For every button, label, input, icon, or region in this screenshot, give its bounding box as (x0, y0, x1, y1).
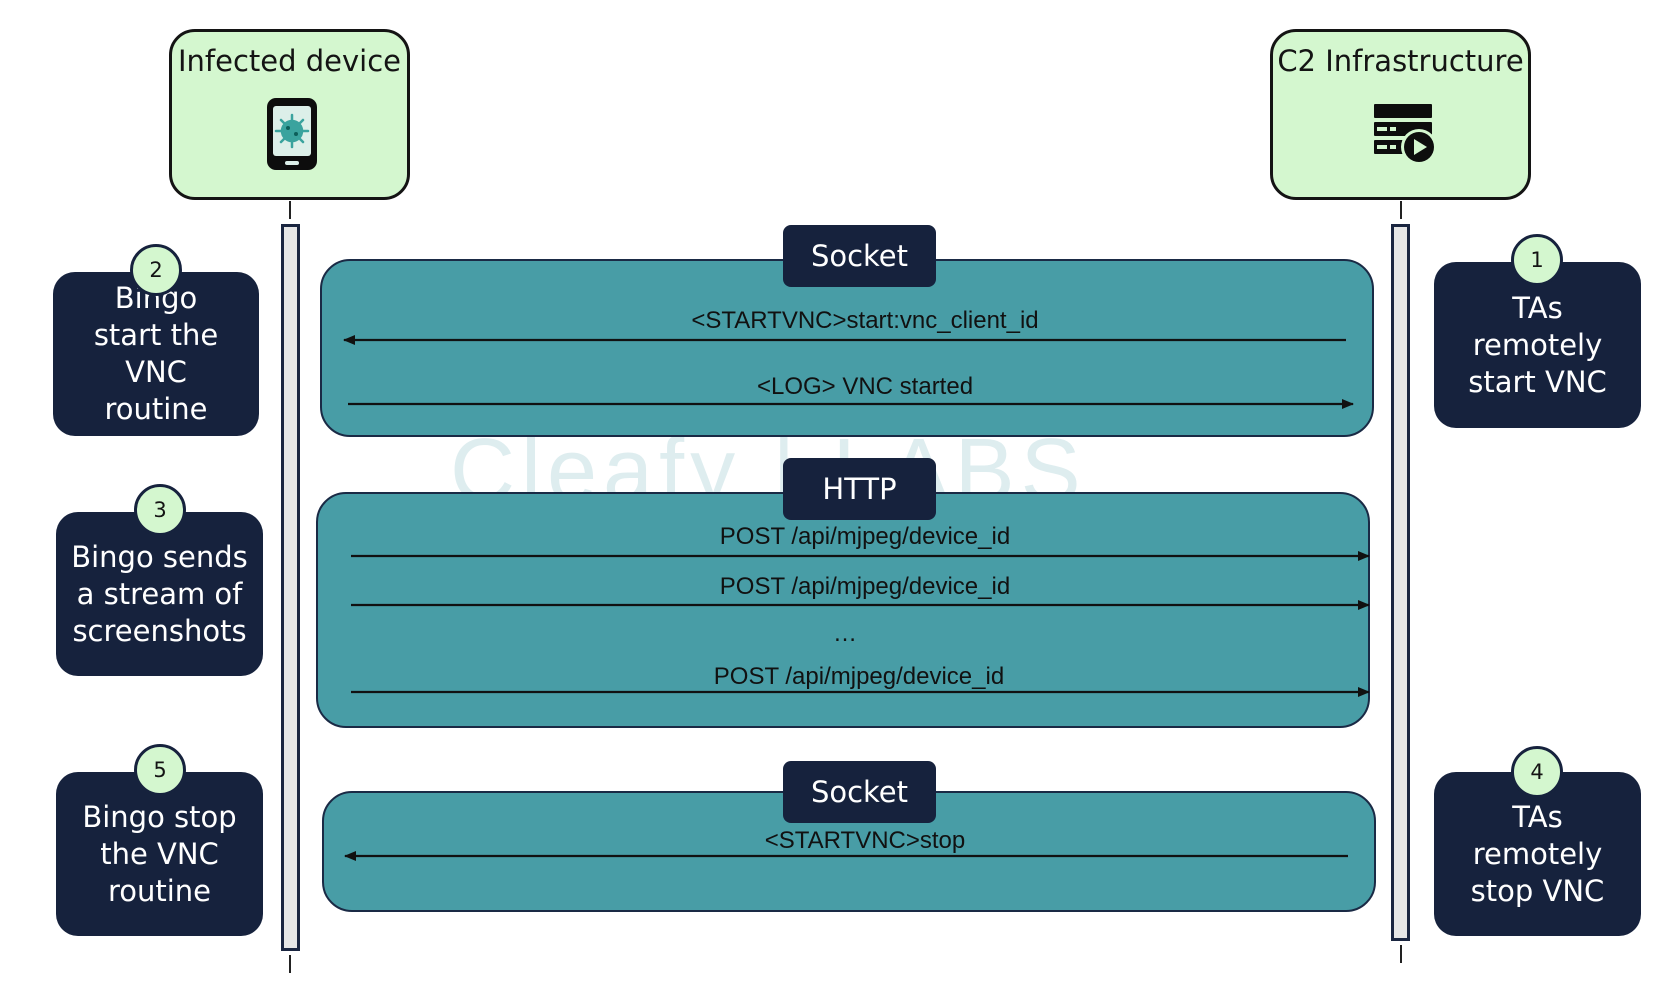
infected-phone-icon (267, 98, 317, 170)
actor-title: Infected device (177, 44, 402, 78)
lifeline-stub-left-bottom (289, 955, 291, 973)
note-text: Bingo sends a stream of screenshots (71, 539, 248, 648)
note-text: TAs remotely stop VNC (1470, 799, 1605, 908)
activation-bar-right (1391, 224, 1410, 941)
step-badge: 1 (1511, 234, 1563, 286)
step-badge: 4 (1511, 746, 1563, 798)
message-label: <STARTVNC>stop (764, 827, 966, 854)
step-badge: 5 (134, 744, 186, 796)
group-label-socket: Socket (783, 225, 936, 287)
note-text: Bingo start the VNC routine (93, 281, 219, 426)
message-label: POST /api/mjpeg/device_id (719, 523, 1011, 550)
message-label: POST /api/mjpeg/device_id (713, 663, 1005, 690)
lifeline-stub-left-top (289, 201, 291, 219)
message-label: POST /api/mjpeg/device_id (719, 573, 1011, 600)
activation-bar-left (281, 224, 300, 951)
group-label-http: HTTP (783, 458, 936, 520)
note-step-5: Bingo stop the VNC routine (56, 772, 263, 936)
note-step-1: TAs remotely start VNC (1434, 262, 1641, 428)
note-text: Bingo stop the VNC routine (82, 799, 237, 908)
message-ellipsis: … (833, 620, 857, 647)
note-step-3: Bingo sends a stream of screenshots (56, 512, 263, 676)
note-step-4: TAs remotely stop VNC (1434, 772, 1641, 936)
group-http (316, 492, 1370, 728)
message-label: <LOG> VNC started (756, 373, 974, 400)
note-step-2: Bingo start the VNC routine (53, 272, 259, 436)
step-badge: 3 (134, 484, 186, 536)
note-text: TAs remotely start VNC (1468, 290, 1607, 399)
group-label-socket: Socket (783, 761, 936, 823)
step-badge: 2 (130, 244, 182, 296)
lifeline-stub-right-bottom (1400, 945, 1402, 963)
server-icon (1374, 104, 1437, 165)
actor-title: C2 Infrastructure (1277, 44, 1524, 78)
message-label: <STARTVNC>start:vnc_client_id (691, 307, 1039, 334)
actor-c2-infrastructure: C2 Infrastructure (1270, 29, 1531, 200)
group-socket-start (320, 259, 1374, 437)
actor-infected-device: Infected device (169, 29, 410, 200)
lifeline-stub-right-top (1400, 201, 1402, 219)
